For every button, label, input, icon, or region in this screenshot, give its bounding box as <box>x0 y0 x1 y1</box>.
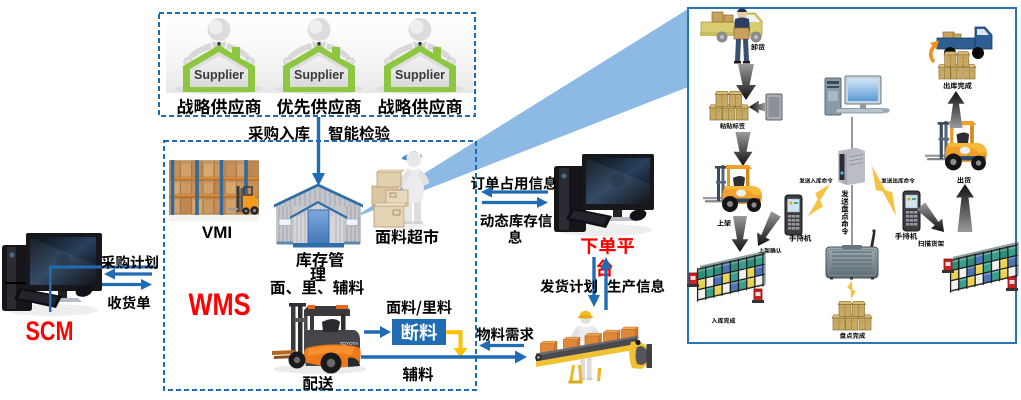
svg-text:WMS: WMS <box>189 286 251 322</box>
svg-text:VMI: VMI <box>202 223 232 242</box>
svg-text:SCM: SCM <box>26 316 74 346</box>
svg-text:TOYOTA: TOYOTA <box>340 341 358 346</box>
